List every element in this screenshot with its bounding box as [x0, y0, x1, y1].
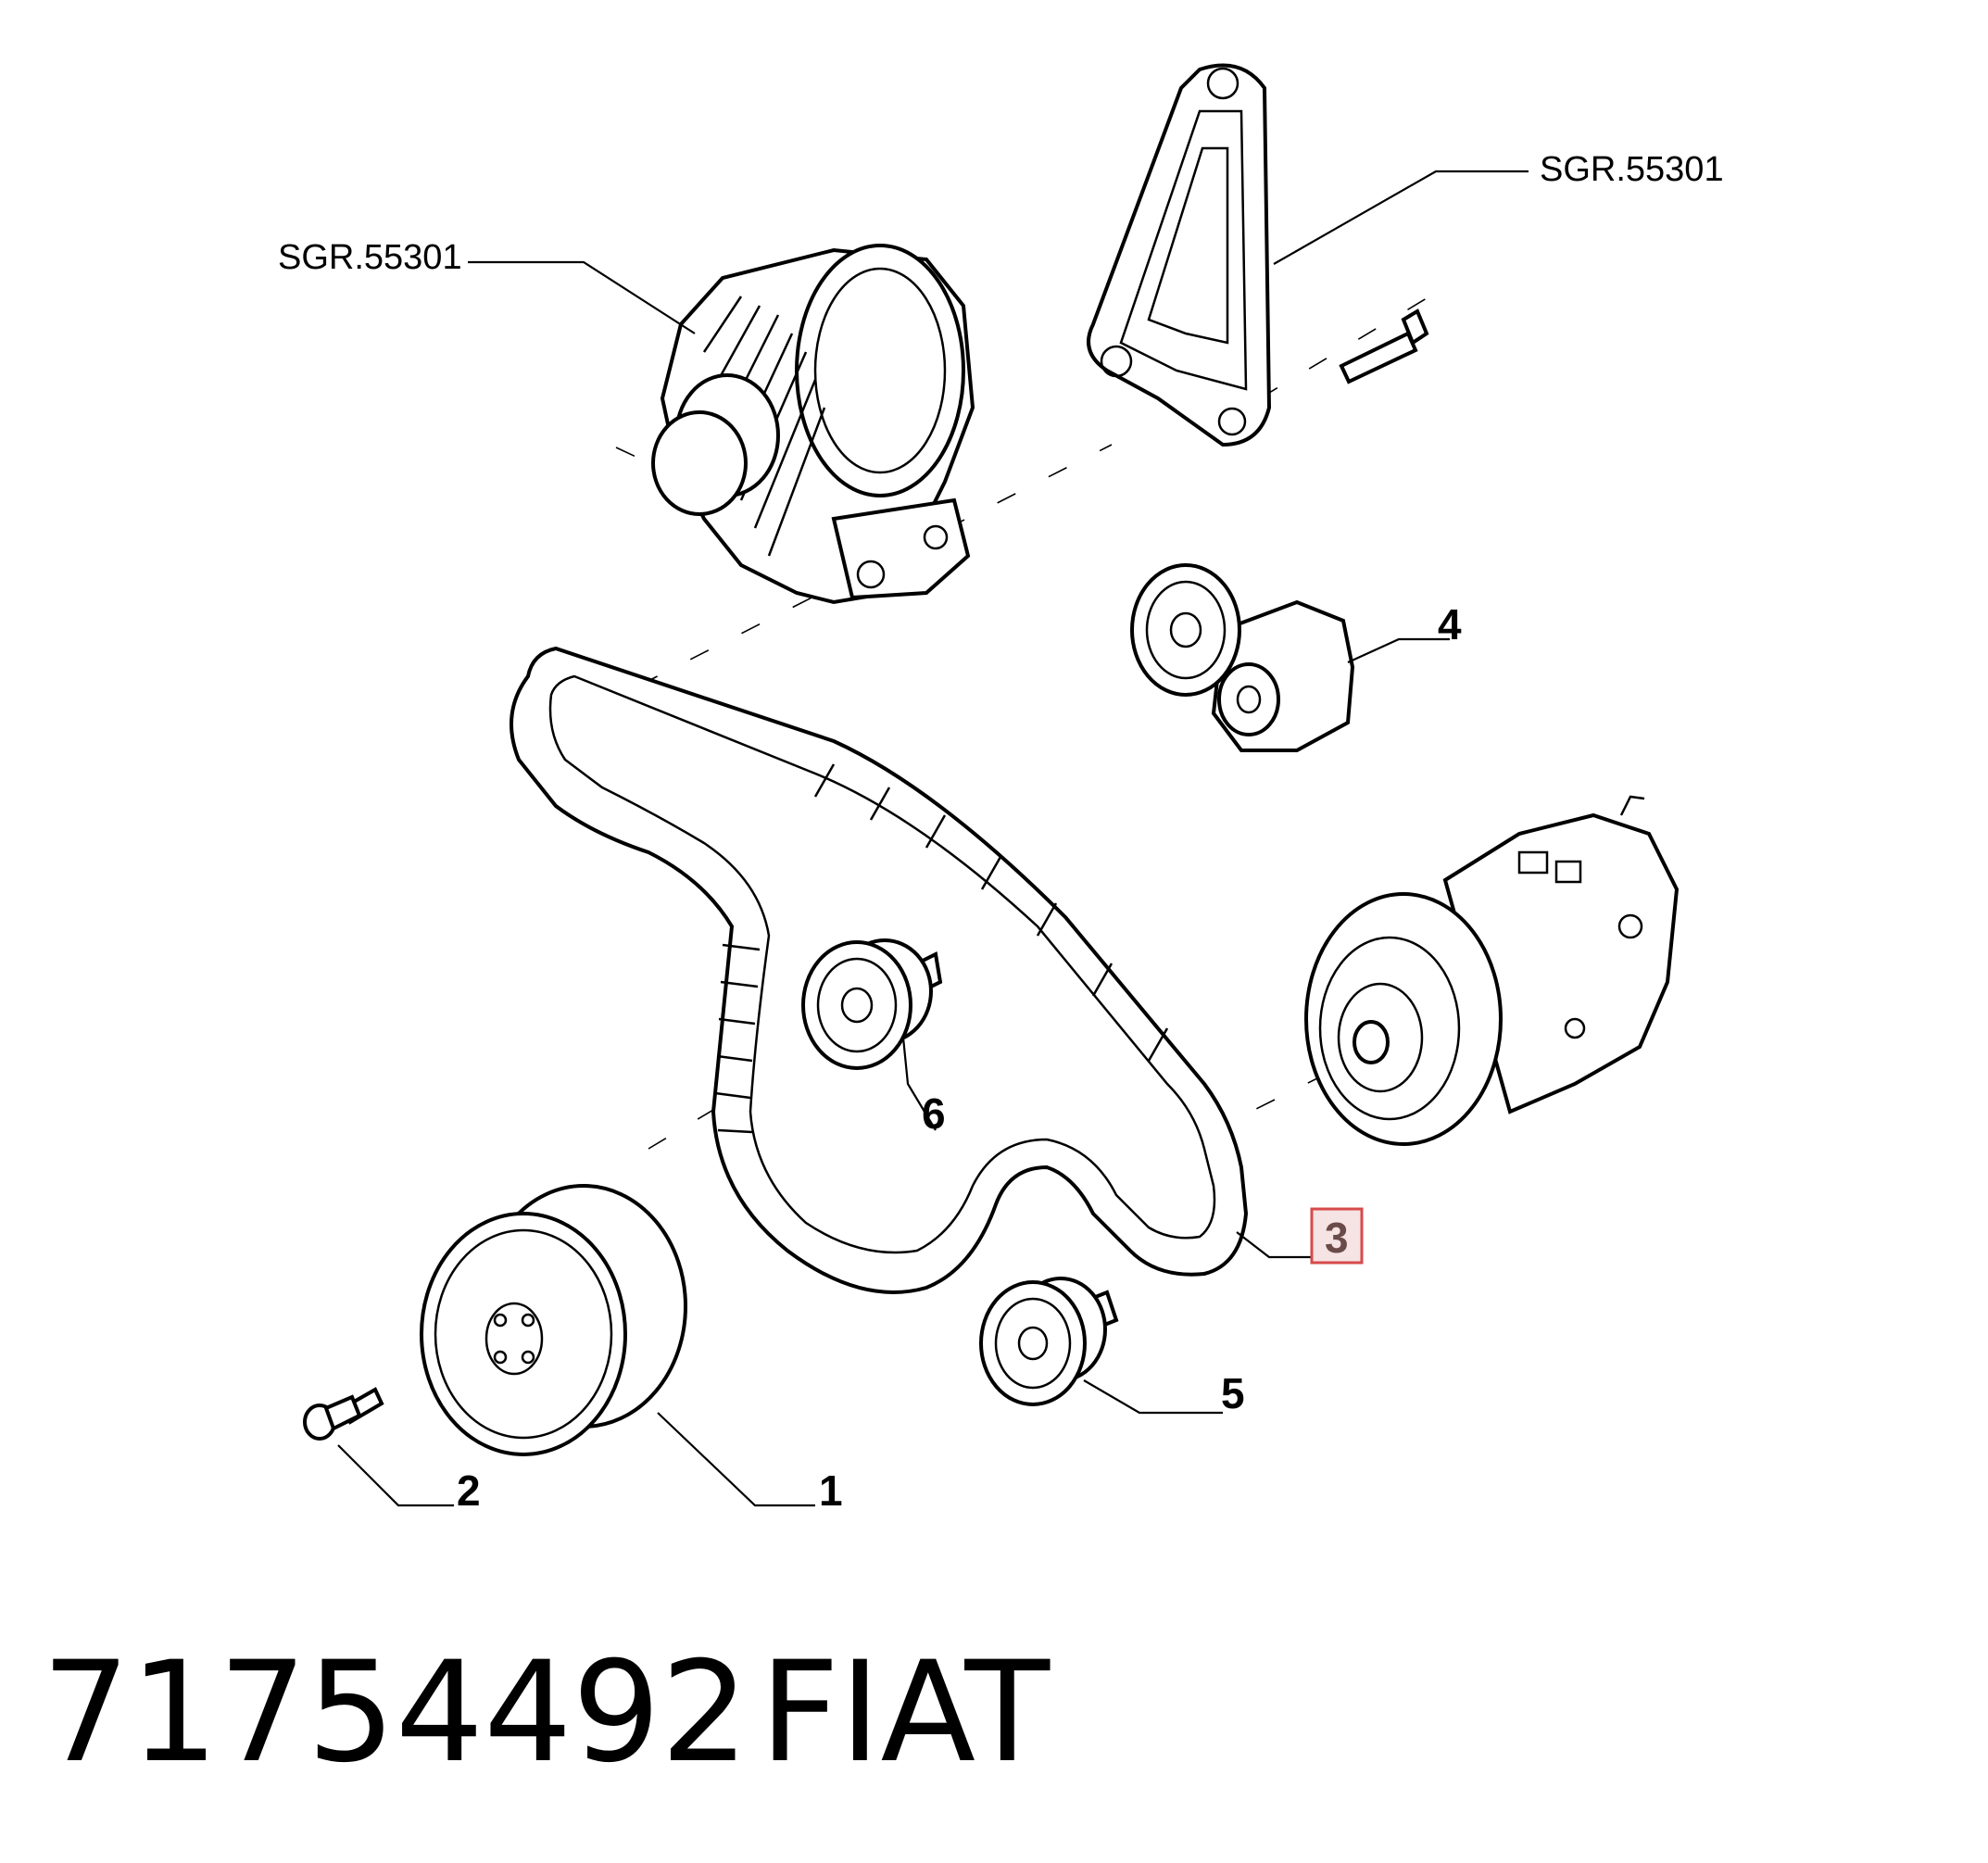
- pulley-bolt-illustration[interactable]: [303, 1387, 384, 1441]
- callout-3-highlight: [1310, 1207, 1364, 1265]
- ac-compressor-illustration[interactable]: [1304, 795, 1680, 1146]
- bracket-bolt-illustration[interactable]: [1339, 308, 1429, 384]
- callout-6[interactable]: 6: [922, 1089, 946, 1138]
- leader-lines: [337, 170, 1529, 1507]
- crank-pulley-illustration[interactable]: [420, 1184, 687, 1456]
- mounting-bracket-illustration[interactable]: [1087, 63, 1272, 447]
- caption-part-number: 71754492: [42, 1632, 749, 1794]
- idler-pulley-upper-illustration[interactable]: [801, 938, 943, 1070]
- idler-pulley-lower-illustration[interactable]: [979, 1277, 1119, 1406]
- callout-4[interactable]: 4: [1438, 600, 1462, 648]
- caption-brand: FIAT: [760, 1632, 1051, 1794]
- callout-alternator-ref[interactable]: SGR.55301: [278, 238, 462, 277]
- alternator-illustration[interactable]: [651, 244, 975, 605]
- tensioner-illustration[interactable]: [1130, 563, 1355, 752]
- callout-3[interactable]: 3: [1325, 1214, 1349, 1262]
- callout-5[interactable]: 5: [1221, 1369, 1245, 1417]
- callout-2[interactable]: 2: [457, 1466, 481, 1515]
- callout-1[interactable]: 1: [819, 1466, 843, 1515]
- callout-bracket-ref[interactable]: SGR.55301: [1540, 150, 1724, 189]
